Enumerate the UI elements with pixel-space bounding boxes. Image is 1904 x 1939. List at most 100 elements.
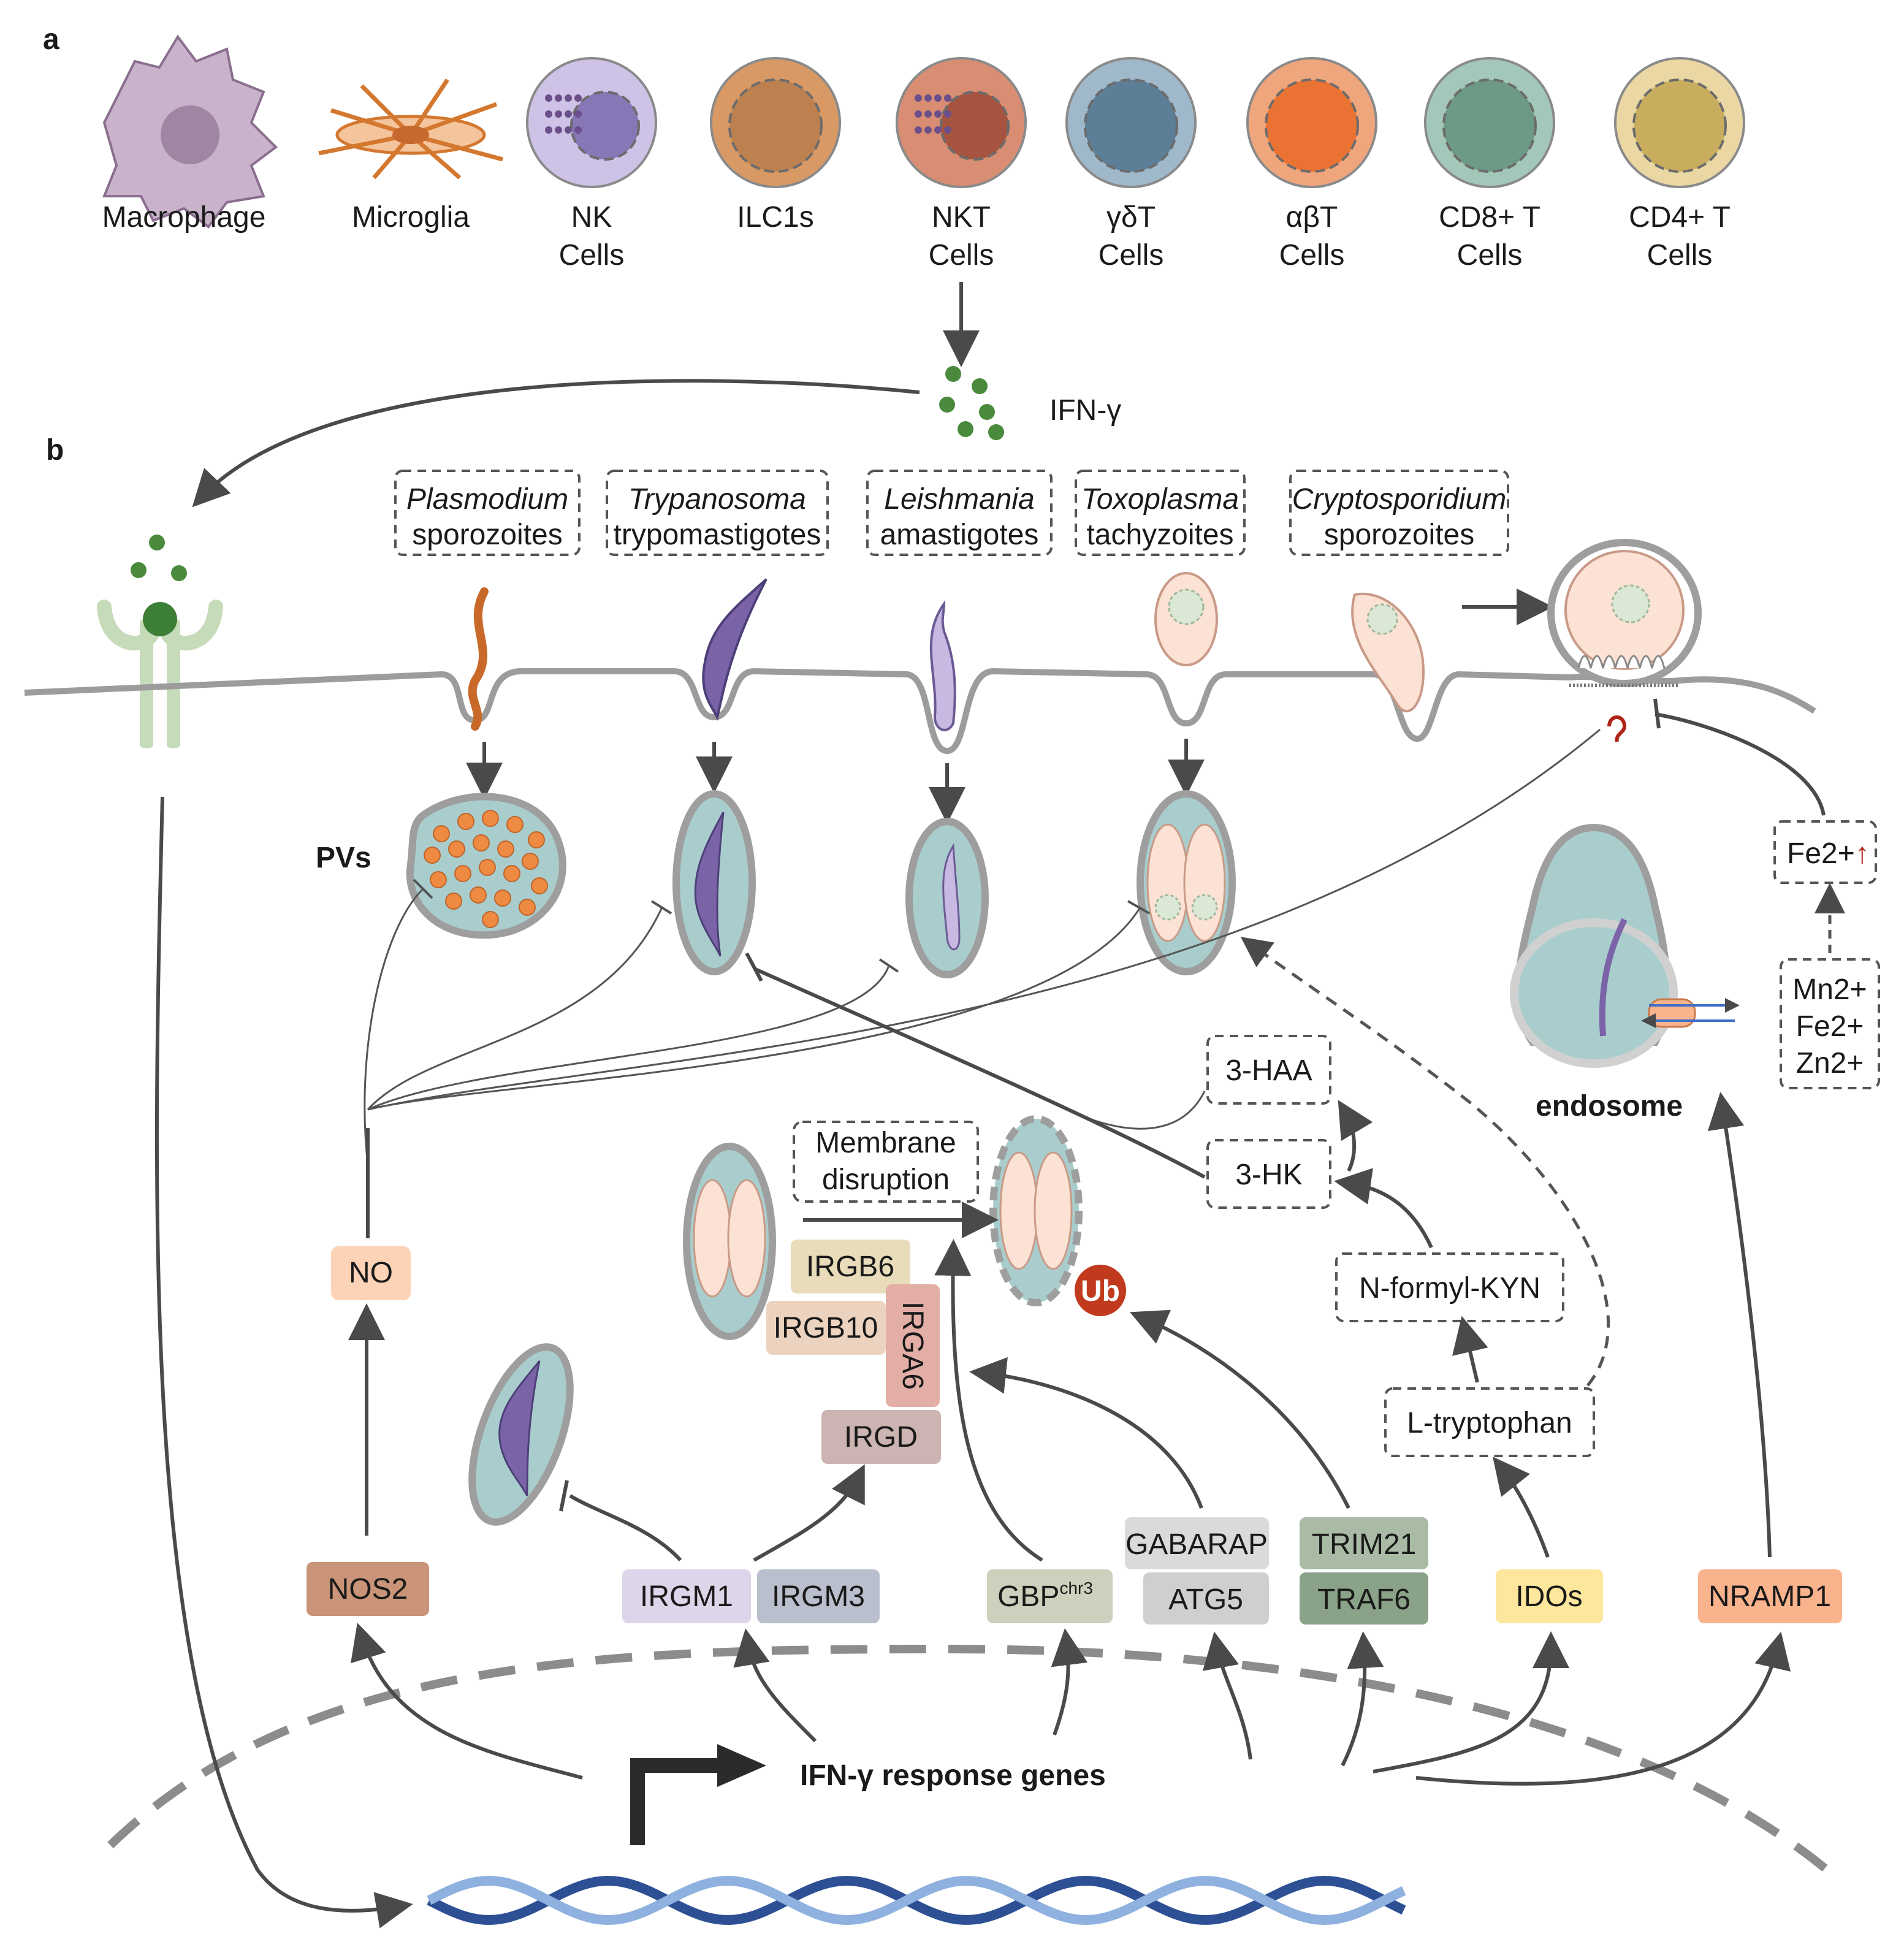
traf6-label: TRAF6: [1317, 1583, 1411, 1616]
cell-label-5-1: Cells: [1099, 239, 1164, 272]
cell-label-7-1: Cells: [1457, 239, 1523, 272]
pathogen-box-1: [606, 470, 829, 556]
cell-2: NK Cells: [526, 57, 657, 272]
irgd-label: IRGD: [844, 1421, 918, 1453]
pathogen-genus-2: Leishmania: [884, 483, 1034, 516]
ub-badge: [1075, 1265, 1126, 1316]
pathogen-stage-2: amastigotes: [880, 519, 1039, 551]
gabarap-label: GABARAP: [1125, 1528, 1268, 1561]
trim21-label: TRIM21: [1312, 1528, 1417, 1561]
hk-inhibition: [753, 967, 1206, 1179]
nuclear-envelope: [107, 1644, 1830, 1873]
irgb10-label: IRGB10: [774, 1312, 878, 1344]
irgb6-box: [791, 1240, 910, 1293]
irgm1-box: [622, 1569, 751, 1623]
membrane-disruption-box: [793, 1121, 979, 1203]
response-genes-label: IFN-γ response genes: [800, 1759, 1106, 1792]
atg5-label: ATG5: [1168, 1583, 1243, 1616]
leishmania-amastigote: [929, 600, 956, 731]
pathogen-genus-0: Plasmodium: [406, 483, 568, 516]
ifn-to-receptor-arrow: [192, 379, 920, 508]
response-gene-arrows: [351, 1623, 1791, 1786]
irgm3-box: [757, 1569, 880, 1623]
panel-label-a: a: [43, 23, 59, 56]
cell-label-2-0: NK: [571, 201, 612, 234]
cell-0: Macrophage: [102, 34, 278, 234]
ifn-gamma-receptor: [97, 535, 223, 748]
gabarap-box: [1125, 1517, 1269, 1569]
toxoplasma-pv: [1137, 790, 1236, 975]
ltryptophan-label: L-tryptophan: [1407, 1407, 1572, 1439]
cell-8: CD4+ T Cells: [1614, 57, 1745, 272]
cell-label-4-1: Cells: [929, 239, 994, 272]
hk-to-haa-arrow: [1338, 1100, 1373, 1172]
receptor-to-dna-arrow: [154, 796, 413, 1929]
cell-6: αβT Cells: [1246, 57, 1377, 272]
endosome-label: endosome: [1536, 1090, 1683, 1122]
trp-to-nformyl-arrow: [1452, 1316, 1488, 1383]
irgm1-label: IRGM1: [640, 1580, 733, 1613]
pathogen-stage-3: tachyzoites: [1086, 519, 1233, 551]
gbp-box: [987, 1569, 1113, 1623]
nformyl-to-hk-arrow: [1334, 1168, 1433, 1249]
cell-label-3-0: ILC1s: [737, 201, 813, 234]
irgd-box: [821, 1410, 941, 1464]
gene-product-arrows: [559, 1092, 1772, 1562]
ion-label-2: Zn2+: [1796, 1047, 1864, 1080]
cell-label-6-1: Cells: [1279, 239, 1345, 272]
pathogen-genus-3: Toxoplasma: [1081, 483, 1239, 516]
nos2-box: [307, 1562, 429, 1616]
cell-label-8-0: CD4+ T: [1629, 201, 1731, 234]
ifn-gamma-molecules: [939, 366, 1004, 440]
pathogen-box-0: [394, 470, 581, 556]
idos-label: IDOs: [1515, 1580, 1582, 1613]
membrane-disruption-line2: disruption: [822, 1164, 950, 1196]
cell-label-2-1: Cells: [559, 239, 625, 272]
haa-box: [1206, 1035, 1331, 1105]
ion-label-1: Fe2+: [1796, 1010, 1864, 1043]
pathogen-stage-1: trypomastigotes: [614, 519, 821, 551]
haa-link: [1066, 1091, 1206, 1130]
irgb6-label: IRGB6: [806, 1251, 894, 1283]
cell-label-6-0: αβT: [1286, 201, 1338, 234]
cell-label-1-0: Microglia: [352, 201, 470, 234]
cell-label-0-0: Macrophage: [102, 201, 266, 234]
pathogen-stage-0: sporozoites: [412, 519, 562, 551]
nformyl-label: N-formyl-KYN: [1359, 1272, 1540, 1305]
pathogen-box-4: [1289, 470, 1509, 556]
fe-up-label: Fe2+↑: [1787, 837, 1870, 870]
trp-dashed-arrow: [1240, 937, 1610, 1387]
nos2-label: NOS2: [328, 1573, 408, 1606]
toxoplasma-vacuole-irg: [683, 1143, 776, 1340]
cell-label-5-0: γδT: [1106, 201, 1156, 234]
hk-box: [1206, 1139, 1331, 1209]
plasmodium-pv: [406, 793, 566, 939]
cell-label-8-1: Cells: [1647, 239, 1713, 272]
cell-1: Microglia: [318, 78, 503, 234]
idos-box: [1496, 1569, 1603, 1623]
pvs-label: PVs: [316, 842, 371, 874]
endosome: [1510, 823, 1740, 1068]
ion-label-0: Mn2+: [1792, 973, 1867, 1006]
cryptosporidium-vacuole: [1547, 539, 1702, 742]
trypanosoma-pv: [672, 790, 756, 975]
membrane-disruption-line1: Membrane: [815, 1127, 956, 1159]
irga6-box: [886, 1284, 940, 1407]
cell-5: γδT Cells: [1065, 57, 1197, 272]
pathogen-box-2: [866, 470, 1053, 556]
nramp1-box: [1698, 1569, 1842, 1623]
pathogen-genus-1: Trypanosoma: [628, 483, 806, 516]
no-inhibition-lines: [364, 728, 1601, 1165]
hk-label: 3-HK: [1235, 1159, 1302, 1191]
haa-label: 3-HAA: [1225, 1054, 1312, 1087]
fe-inhibition-line: [1655, 712, 1826, 816]
pathogen-stage-4: sporozoites: [1324, 519, 1474, 551]
leishmania-pv: [905, 818, 989, 978]
irgm3-label: IRGM3: [772, 1580, 865, 1613]
dna-helix: [427, 1875, 1406, 1926]
trim21-box: [1300, 1517, 1428, 1569]
nformyl-box: [1335, 1252, 1564, 1322]
